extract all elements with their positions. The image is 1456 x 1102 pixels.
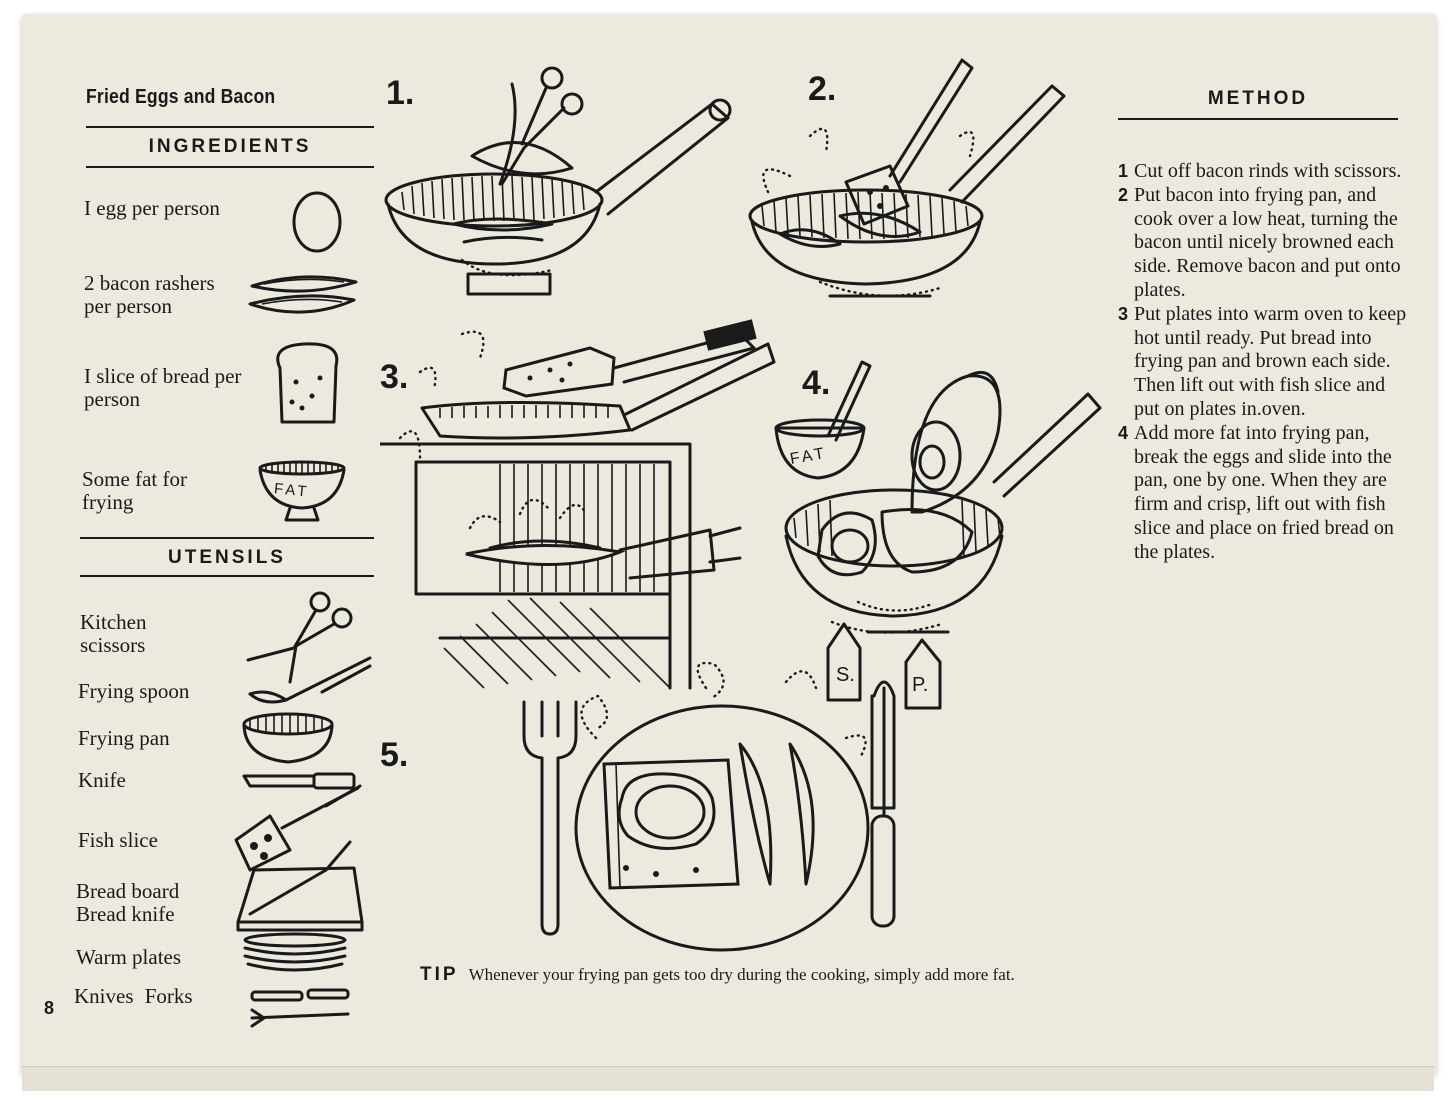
step-1-illustration xyxy=(384,66,732,296)
bread-slice-icon xyxy=(276,342,339,424)
step-text: Put plates into warm oven to keep hot un… xyxy=(1134,302,1407,420)
step-4-illustration xyxy=(774,360,1102,710)
step-2-illustration xyxy=(748,58,1066,298)
divider xyxy=(86,126,374,128)
utensil-cutlery: Knives Forks xyxy=(74,984,193,1008)
bacon-icon xyxy=(248,275,358,314)
method-steps: 1 Cut off bacon rinds with scissors. 2 P… xyxy=(1118,160,1408,565)
step-number: 1 xyxy=(1118,161,1129,181)
page-number: 8 xyxy=(44,998,55,1018)
utensil-plates: Warm plates xyxy=(76,945,182,969)
utensil-bread-board: Bread board Bread knife xyxy=(76,879,180,926)
fish-slice-icon xyxy=(234,784,362,872)
step-text: Cut off bacon rinds with scissors. xyxy=(1134,160,1402,182)
divider xyxy=(80,575,374,577)
utensil-pan: Frying pan xyxy=(78,726,170,750)
tip-text: Whenever your frying pan gets too dry du… xyxy=(468,965,1015,984)
method-step: 3 Put plates into warm oven to keep hot … xyxy=(1118,303,1408,422)
egg-icon xyxy=(292,191,342,253)
step-number: 3 xyxy=(1118,303,1129,324)
step-label-2: 2. xyxy=(808,70,837,108)
method-step: 4 Add more fat into frying pan, break th… xyxy=(1118,422,1408,565)
step-5-illustration xyxy=(522,661,896,952)
utensil-knife: Knife xyxy=(78,768,126,792)
fat-bowl-icon xyxy=(258,460,346,522)
ingredient-bacon: 2 bacon rashers per person xyxy=(84,271,215,318)
step-label-5: 5. xyxy=(380,736,409,774)
utensil-spoon: Frying spoon xyxy=(78,679,190,703)
recipe-page xyxy=(22,14,1436,1074)
utensil-scissors: Kitchen scissors xyxy=(80,610,147,657)
utensil-fish-slice: Fish slice xyxy=(78,828,158,852)
spoon-icon xyxy=(248,656,372,704)
ingredient-bread: I slice of bread per person xyxy=(84,364,242,411)
tip-label: TIP xyxy=(420,964,459,985)
step-number: 4 xyxy=(1118,422,1129,443)
ingredient-fat: Some fat for frying xyxy=(82,467,187,514)
step-number: 2 xyxy=(1118,184,1129,205)
utensils-heading: UTENSILS xyxy=(168,547,286,568)
pepper-label: P. xyxy=(912,674,929,696)
scissors-icon xyxy=(246,591,353,684)
frying-pan-icon xyxy=(242,712,334,764)
step-label-1: 1. xyxy=(386,74,415,112)
method-heading: METHOD xyxy=(1207,88,1309,109)
method-step: 1 Cut off bacon rinds with scissors. xyxy=(1118,160,1408,184)
step-3-illustration xyxy=(380,319,776,690)
fat-label: FAT xyxy=(273,480,311,501)
cutlery-icon xyxy=(250,988,350,1028)
step-text: Add more fat into frying pan, break the … xyxy=(1134,421,1394,563)
step-label-3: 3. xyxy=(380,358,409,396)
bread-board-icon xyxy=(236,840,364,932)
ingredient-egg: I egg per person xyxy=(84,196,220,220)
tip: TIP Whenever your frying pan gets too dr… xyxy=(420,964,1120,986)
divider xyxy=(86,166,374,168)
recipe-title: Fried Eggs and Bacon xyxy=(86,86,276,108)
knife-icon xyxy=(242,772,356,790)
method-step: 2 Put bacon into frying pan, and cook ov… xyxy=(1118,184,1408,303)
divider xyxy=(80,537,374,539)
divider xyxy=(1118,118,1398,120)
page-edge xyxy=(22,1066,1434,1091)
ingredients-heading: INGREDIENTS xyxy=(148,136,312,157)
plates-icon xyxy=(243,932,347,972)
step-text: Put bacon into frying pan, and cook over… xyxy=(1134,183,1401,301)
salt-label: S. xyxy=(836,664,855,686)
step-label-4: 4. xyxy=(802,364,831,402)
